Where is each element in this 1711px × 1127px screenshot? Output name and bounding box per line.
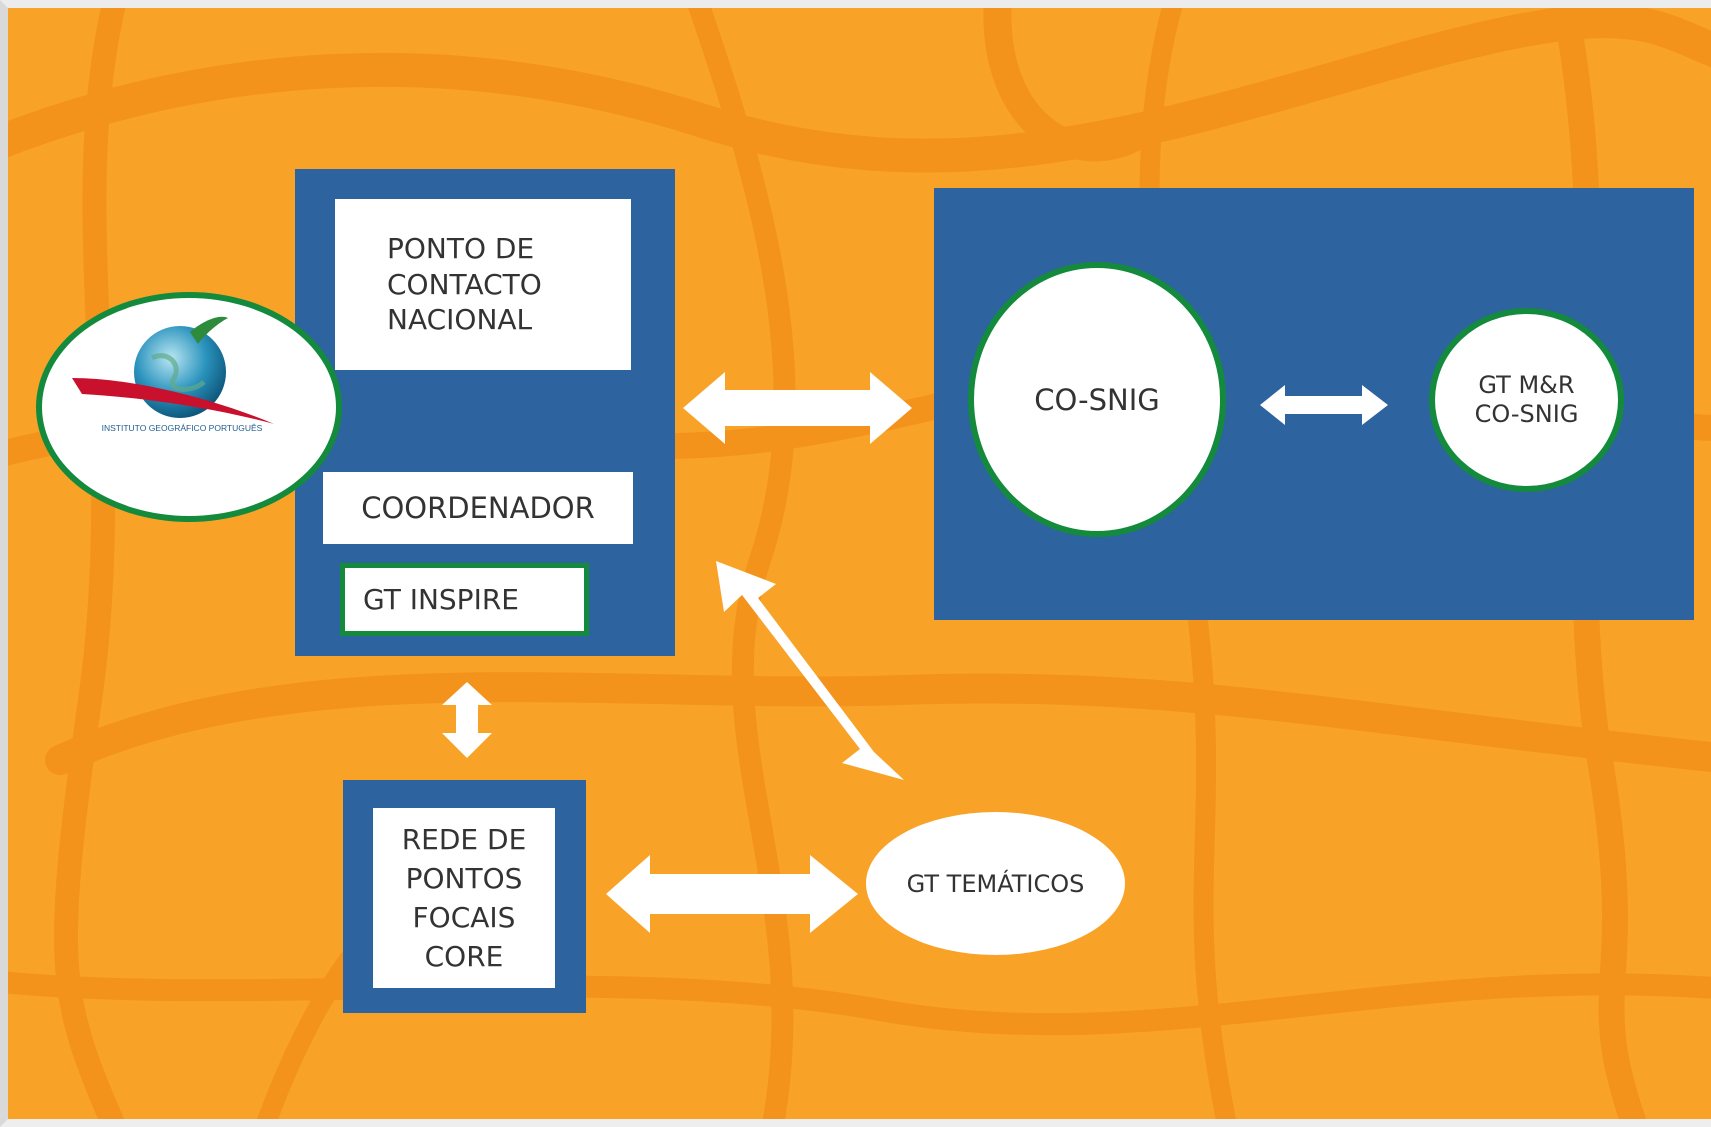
gt-tematicos-ellipse: GT TEMÁTICOS <box>866 812 1125 955</box>
arrow-inspire-rede <box>442 682 492 758</box>
arrow-panel-tematicos <box>716 561 904 780</box>
co-snig-circle: CO-SNIG <box>968 262 1226 537</box>
instituto-geografico-logo: INSTITUTO GEOGRÁFICO PORTUGUÊS <box>36 292 342 522</box>
globe-icon: INSTITUTO GEOGRÁFICO PORTUGUÊS <box>72 316 274 433</box>
arrow-rede-tematicos <box>606 855 858 933</box>
ponto-contacto-box: PONTO DE CONTACTO NACIONAL <box>335 199 631 370</box>
gt-inspire-box: GT INSPIRE <box>340 563 589 636</box>
rede-pontos-box: REDE DE PONTOS FOCAIS CORE <box>373 808 555 988</box>
coordenador-box: COORDENADOR <box>323 472 633 544</box>
arrow-co-snig-gt-mr <box>1260 385 1388 425</box>
logo-caption: INSTITUTO GEOGRÁFICO PORTUGUÊS <box>102 423 263 433</box>
arrow-panel-co-snig <box>683 372 912 444</box>
gt-mr-co-snig-circle: GT M&R CO-SNIG <box>1429 308 1624 492</box>
